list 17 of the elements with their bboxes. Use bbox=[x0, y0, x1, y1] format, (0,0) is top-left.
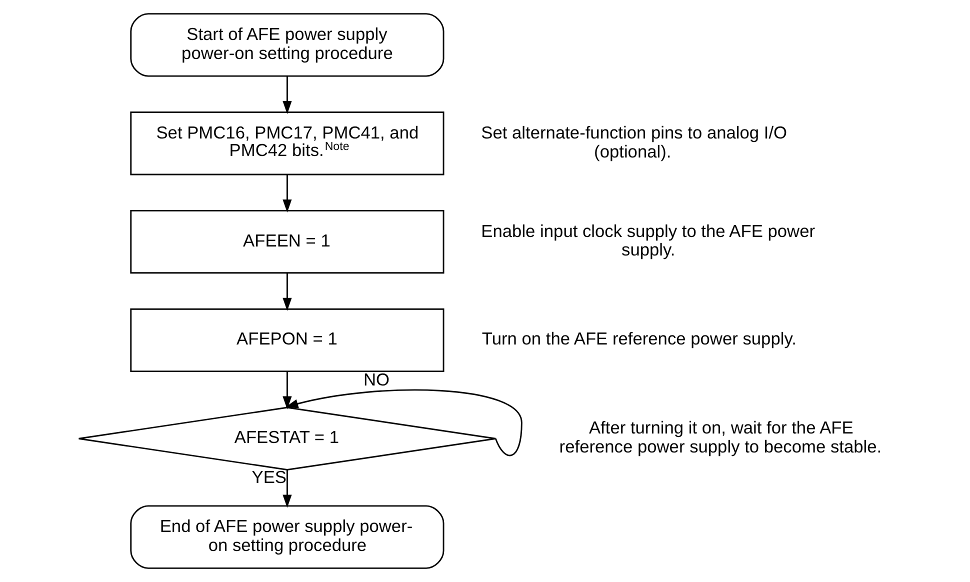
node-diamond: AFESTAT = 1 bbox=[78, 406, 496, 470]
arrow bbox=[282, 371, 292, 410]
node-box: Set PMC16, PMC17, PMC41, and PMC42 bits.$^{Note}$ bbox=[130, 112, 444, 176]
arrow bbox=[282, 76, 292, 114]
node-label: Turn on the AFE reference power supply. bbox=[481, 328, 796, 349]
node-label: After turning it on, wait for the AFE reference power supply to become stable. bbox=[558, 418, 882, 457]
edge-label: NO bbox=[363, 370, 390, 390]
arrow bbox=[284, 389, 522, 456]
node-box: AFEEN = 1 bbox=[130, 210, 444, 274]
node-box: Start of AFE power supply power-on setting procedure bbox=[130, 13, 444, 77]
node-label: Set alternate-function pins to analog I/O (optional). bbox=[480, 122, 787, 162]
node-box: AFEPON = 1 bbox=[130, 308, 444, 372]
arrow bbox=[282, 470, 292, 508]
arrow bbox=[282, 272, 292, 311]
arrow bbox=[282, 174, 292, 213]
node-box: End of AFE power supply power-on setting procedure bbox=[130, 505, 444, 569]
node-label: Enable input clock supply to the AFE power supply. bbox=[480, 220, 815, 260]
